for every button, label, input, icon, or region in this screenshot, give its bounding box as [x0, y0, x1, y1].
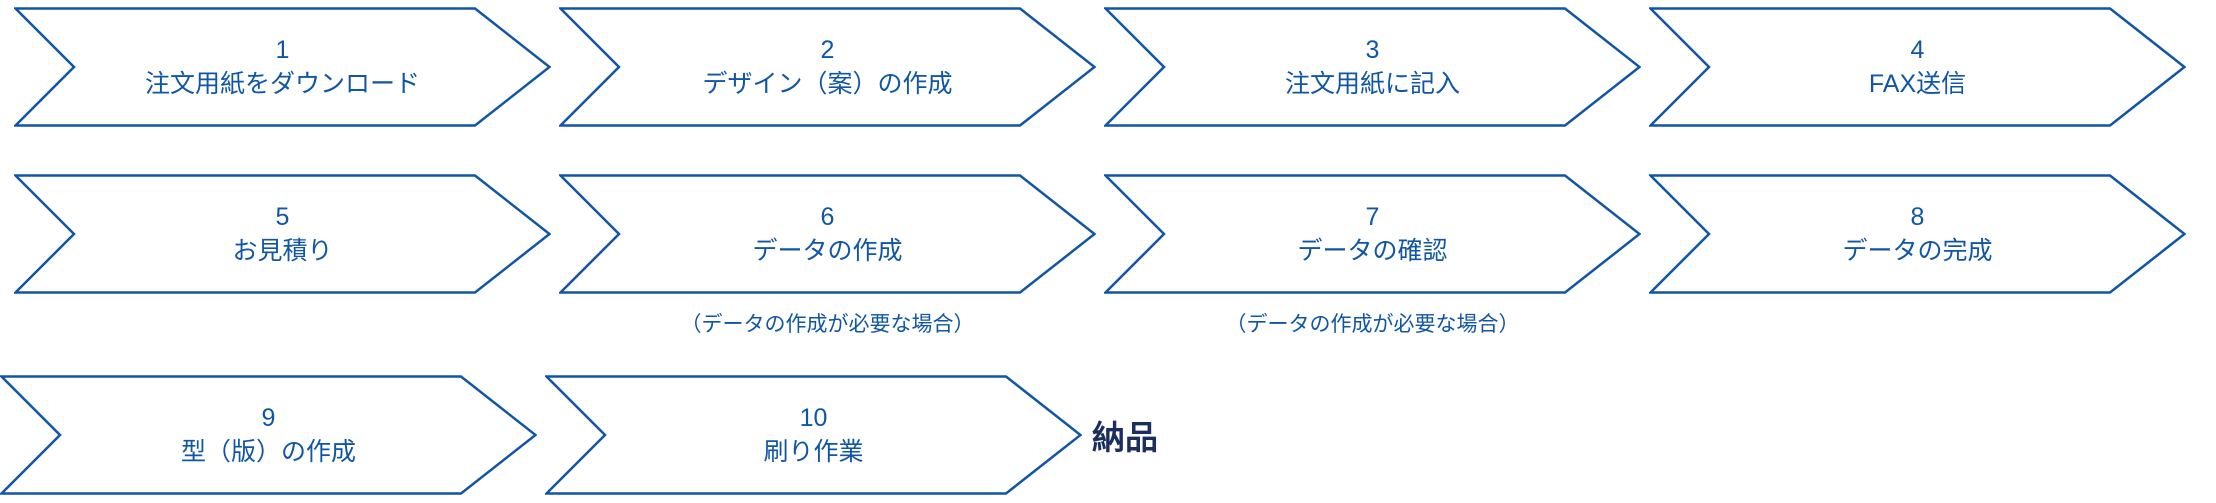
- step-label: データの完成: [1842, 236, 1993, 265]
- step-content: 4 FAX送信: [1649, 7, 2186, 127]
- step-8-chevron: 8 データの完成: [1649, 174, 2186, 294]
- step-6-chevron: 6 データの作成: [559, 174, 1096, 294]
- step-label: 刷り作業: [763, 437, 864, 466]
- step-10-chevron: 10 刷り作業: [545, 375, 1082, 495]
- step-label: データの確認: [1297, 236, 1448, 265]
- chevron-arrow-shape: [0, 375, 537, 495]
- note-step-6: （データの作成が必要な場合）: [680, 313, 975, 336]
- step-label: 注文用紙をダウンロード: [144, 69, 420, 98]
- step-content: 10 刷り作業: [545, 375, 1082, 495]
- step-3-chevron: 3 注文用紙に記入: [1104, 7, 1641, 127]
- step-number: 5: [275, 202, 290, 231]
- step-number: 2: [820, 35, 835, 64]
- step-content: 5 お見積り: [14, 174, 551, 294]
- step-2-chevron: 2 デザイン（案）の作成: [559, 7, 1096, 127]
- step-7-chevron: 7 データの確認: [1104, 174, 1641, 294]
- step-content: 3 注文用紙に記入: [1104, 7, 1641, 127]
- chevron-arrow-shape: [1104, 174, 1641, 294]
- chevron-arrow-shape: [559, 174, 1096, 294]
- step-content: 9 型（版）の作成: [0, 375, 537, 495]
- step-content: 8 データの完成: [1649, 174, 2186, 294]
- step-content: 2 デザイン（案）の作成: [559, 7, 1096, 127]
- chevron-arrow-shape: [1104, 7, 1641, 127]
- step-number: 10: [799, 403, 828, 432]
- step-5-chevron: 5 お見積り: [14, 174, 551, 294]
- chevron-arrow-shape: [14, 7, 551, 127]
- step-number: 9: [261, 403, 276, 432]
- step-content: 1 注文用紙をダウンロード: [14, 7, 551, 127]
- note-step-7: （データの作成が必要な場合）: [1225, 313, 1520, 336]
- step-label: 型（版）の作成: [180, 437, 356, 466]
- step-label: データの作成: [752, 236, 903, 265]
- delivery-label: 納品: [1092, 419, 1158, 456]
- step-content: 6 データの作成: [559, 174, 1096, 294]
- chevron-arrow-shape: [1649, 7, 2186, 127]
- step-number: 6: [820, 202, 835, 231]
- step-number: 7: [1365, 202, 1380, 231]
- step-9-chevron: 9 型（版）の作成: [0, 375, 537, 495]
- step-1-chevron: 1 注文用紙をダウンロード: [14, 7, 551, 127]
- step-content: 7 データの確認: [1104, 174, 1641, 294]
- step-number: 1: [275, 35, 290, 64]
- step-label: お見積り: [232, 236, 333, 265]
- step-number: 8: [1910, 202, 1925, 231]
- chevron-arrow-shape: [559, 7, 1096, 127]
- step-label: デザイン（案）の作成: [702, 69, 953, 98]
- chevron-arrow-shape: [545, 375, 1082, 495]
- chevron-arrow-shape: [14, 174, 551, 294]
- chevron-arrow-shape: [1649, 174, 2186, 294]
- step-label: FAX送信: [1868, 69, 1967, 98]
- step-number: 3: [1365, 35, 1380, 64]
- step-number: 4: [1910, 35, 1925, 64]
- step-4-chevron: 4 FAX送信: [1649, 7, 2186, 127]
- step-label: 注文用紙に記入: [1284, 69, 1460, 98]
